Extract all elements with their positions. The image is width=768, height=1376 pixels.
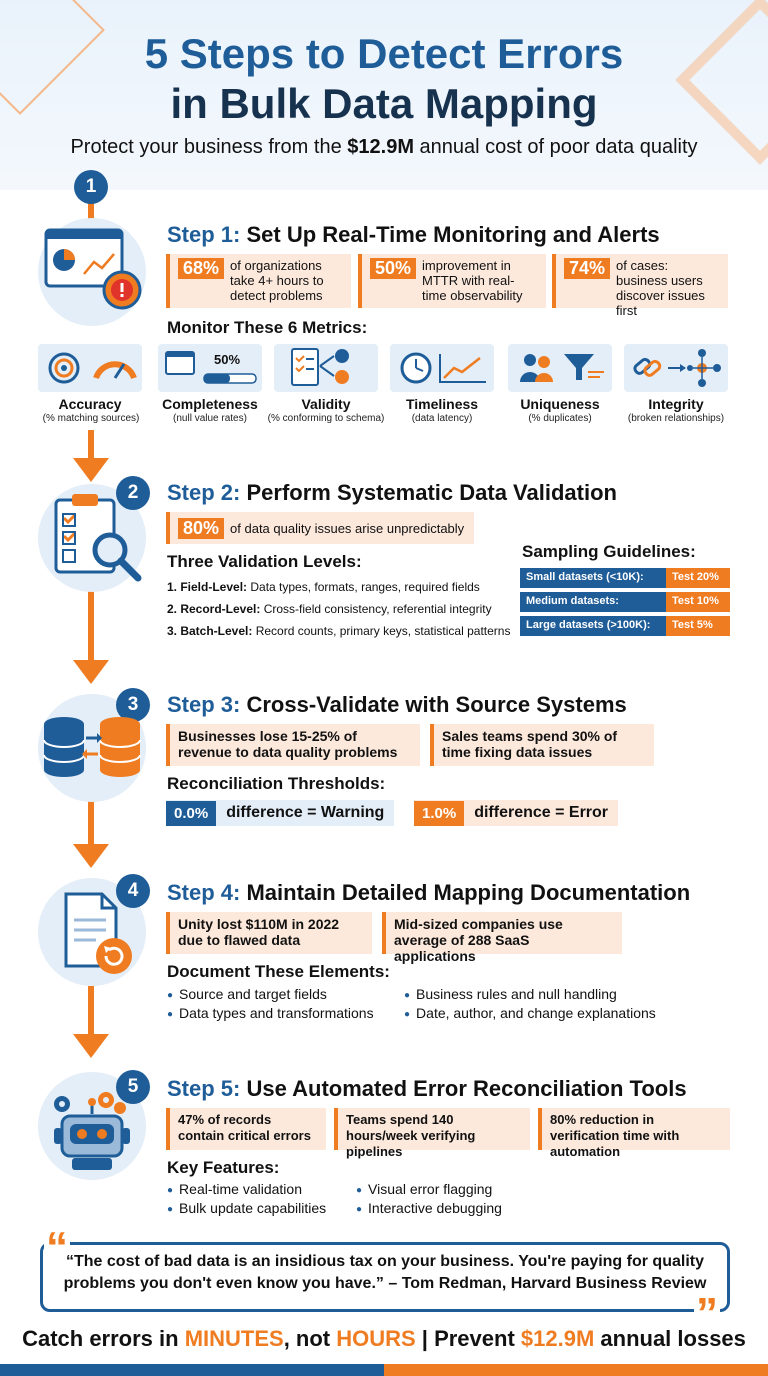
stat-percent: 68% (178, 258, 225, 279)
step-number-badge: 4 (116, 874, 150, 908)
features-heading: Key Features: (167, 1158, 280, 1177)
validation-level: 1. Field-Level: Data types, formats, ran… (167, 580, 480, 594)
timeline-line (88, 582, 94, 662)
timeline-line (88, 800, 94, 846)
fact-card: Businesses lose 15-25% of revenue to dat… (166, 724, 420, 766)
step-title: Step 2: Perform Systematic Data Validati… (167, 480, 617, 505)
sampling-row: Small datasets (<10K): Test 20% (520, 568, 730, 588)
stat-text: of data quality issues arise unpredictab… (230, 520, 465, 536)
document-refresh-icon (62, 892, 142, 983)
metric-name: Timeliness (405, 396, 479, 412)
validation-level: 2. Record-Level: Cross-field consistency… (167, 602, 492, 616)
open-quote-icon: “ (44, 1223, 70, 1272)
database-sync-icon (42, 714, 142, 789)
fact-card: 47% of records contain critical errors (166, 1108, 326, 1150)
validation-level: 3. Batch-Level: Record counts, primary k… (167, 624, 511, 638)
close-quote-icon: ” (694, 1289, 720, 1338)
sampling-row: Medium datasets: Test 10% (520, 592, 730, 612)
list-item: Data types and transformations (167, 1005, 374, 1021)
bottom-bar (0, 1364, 768, 1376)
step-title: Step 5: Use Automated Error Reconciliati… (167, 1076, 687, 1101)
timeline-arrow (73, 458, 109, 482)
stat-percent: 74% (564, 258, 611, 279)
metric-name: Validity (301, 396, 351, 412)
elements-heading: Document These Elements: (167, 962, 390, 981)
page-title-line1: 5 Steps to Detect Errors (144, 30, 624, 77)
metric-name: Uniqueness (520, 396, 600, 412)
timeline-arrow (73, 660, 109, 684)
link-network-icon (624, 344, 728, 392)
step-title: Step 1: Set Up Real-Time Monitoring and … (167, 222, 660, 247)
step-title: Step 4: Maintain Detailed Mapping Docume… (167, 880, 691, 905)
fact-card: 80% reduction in verification time with … (538, 1108, 730, 1159)
stat-text: improvement in MTTR with real-time obser… (422, 258, 523, 303)
step-number-badge: 3 (116, 688, 150, 722)
metric-desc: (null value rates) (173, 413, 247, 424)
threshold-error: 1.0% difference = Error (414, 800, 618, 826)
timeline-line (88, 986, 94, 1036)
fact-card: Mid-sized companies use average of 288 S… (382, 912, 622, 964)
users-filter-icon (508, 344, 612, 392)
quote-box (40, 1242, 730, 1312)
stat-card: 50% improvement in MTTR with real-time o… (358, 254, 546, 308)
stat-card: 80% of data quality issues arise unpredi… (166, 512, 474, 544)
list-item: Bulk update capabilities (167, 1200, 326, 1216)
list-item: Interactive debugging (356, 1200, 502, 1216)
fact-card: Sales teams spend 30% of time fixing dat… (430, 724, 654, 766)
step-number-badge: 2 (116, 476, 150, 510)
checklist-icon (274, 344, 378, 392)
quote-text: “The cost of bad data is an insidious ta… (63, 1253, 707, 1292)
metric-desc: (% conforming to schema) (267, 413, 385, 424)
metric-desc: (data latency) (411, 413, 473, 424)
metric-desc: (% matching sources) (42, 413, 140, 424)
step-number-badge: 5 (116, 1070, 150, 1104)
timeline-arrow (73, 1034, 109, 1058)
metrics-heading: Monitor These 6 Metrics: (167, 318, 368, 337)
fact-card: Teams spend 140 hours/week verifying pip… (334, 1108, 530, 1159)
completeness-badge: 50% (214, 352, 241, 367)
timeline-line (88, 430, 94, 460)
stat-percent: 50% (370, 258, 417, 279)
sampling-row: Large datasets (>100K): Test 5% (520, 616, 730, 636)
header-background (0, 0, 768, 190)
validation-levels-heading: Three Validation Levels: (167, 552, 362, 571)
clock-chart-icon (390, 344, 494, 392)
stat-card: 74% of cases: business users discover is… (552, 254, 728, 318)
metric-name: Accuracy (58, 396, 122, 412)
metric-name: Integrity (648, 396, 704, 412)
list-item: Visual error flagging (356, 1181, 492, 1197)
footer-tagline: Catch errors in MINUTES, not HOURS | Pre… (22, 1326, 746, 1351)
thresholds-heading: Reconciliation Thresholds: (167, 774, 386, 793)
stat-percent: 80% (178, 517, 225, 539)
metric-desc: (% duplicates) (528, 413, 592, 424)
metric-desc: (broken relationships) (627, 413, 725, 424)
list-item: Date, author, and change explanations (404, 1005, 656, 1021)
stat-text: of organizations take 4+ hours to detect… (230, 258, 324, 303)
page-title-line2: in Bulk Data Mapping (170, 80, 598, 127)
sampling-heading: Sampling Guidelines: (522, 542, 696, 561)
threshold-warning: 0.0% difference = Warning (166, 800, 394, 826)
list-item: Source and target fields (167, 986, 327, 1002)
fact-card: Unity lost $110M in 2022 due to flawed d… (166, 912, 372, 954)
step-title: Step 3: Cross-Validate with Source Syste… (167, 692, 627, 717)
monitor-alert-icon (44, 228, 144, 319)
list-item: Real-time validation (167, 1181, 302, 1197)
progress-50-icon (158, 344, 262, 392)
step-number-badge: 1 (74, 170, 108, 204)
target-gauge-icon (38, 344, 142, 392)
robot-gears-icon (44, 1090, 140, 1179)
stat-text: of cases: business users discover issues… (616, 258, 705, 318)
page-subtitle: Protect your business from the $12.9M an… (70, 136, 698, 158)
timeline-arrow (73, 844, 109, 868)
timeline-line (88, 196, 94, 226)
list-item: Business rules and null handling (404, 986, 617, 1002)
metric-name: Completeness (162, 396, 258, 412)
stat-card: 68% of organizations take 4+ hours to de… (166, 254, 351, 308)
clipboard-search-icon (50, 490, 146, 591)
